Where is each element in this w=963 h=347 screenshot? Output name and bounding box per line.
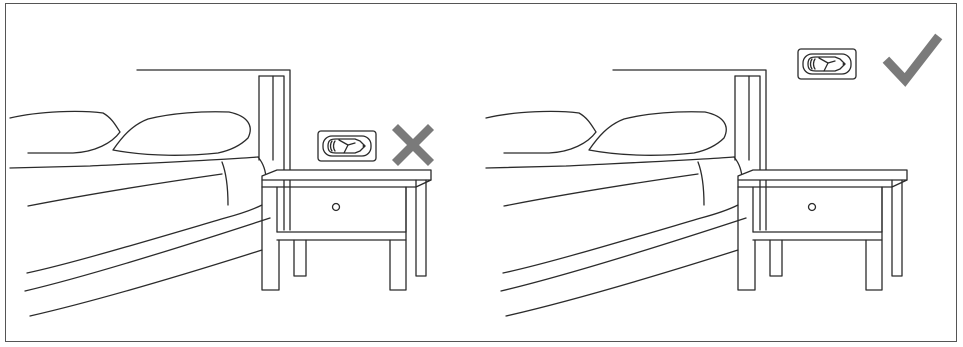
cross-icon [398, 130, 428, 160]
wall-plug-device-low [318, 131, 376, 161]
panel-correct [486, 40, 936, 316]
checkmark-icon [889, 40, 936, 80]
wall-plug-device-high [798, 49, 856, 79]
bed-and-nightstand-illustration [10, 70, 431, 316]
panel-incorrect [10, 70, 431, 316]
bed-and-nightstand-illustration [486, 70, 907, 316]
